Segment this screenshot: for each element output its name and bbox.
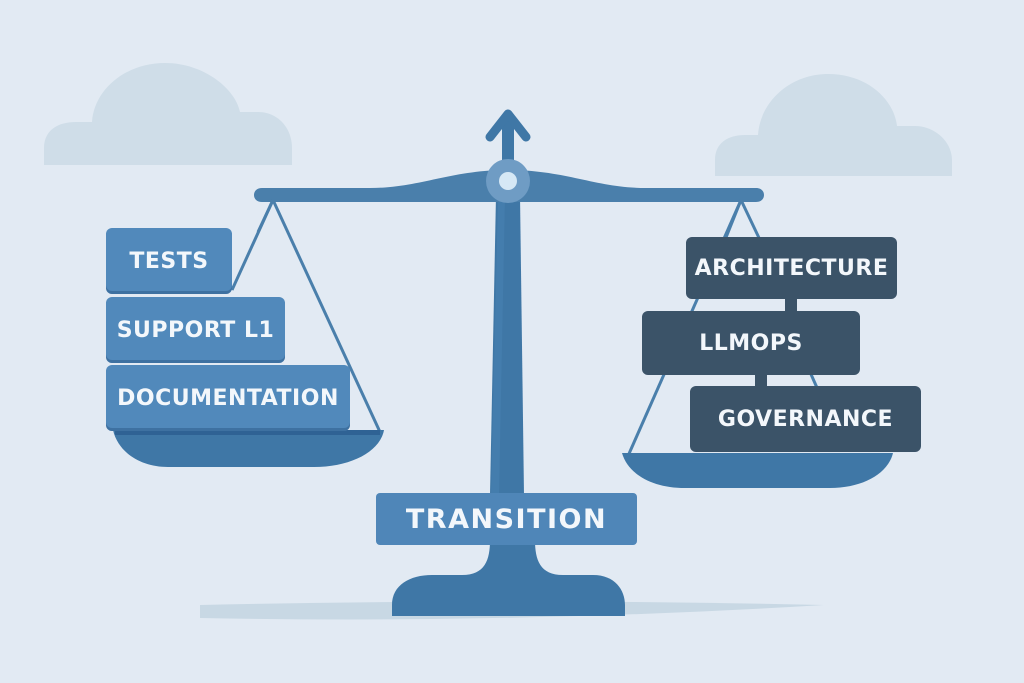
left-item-support-l1: SUPPORT L1 bbox=[106, 297, 285, 363]
scale-pillar bbox=[490, 195, 524, 495]
left-item-documentation: DOCUMENTATION bbox=[106, 365, 350, 431]
transition-label-text: TRANSITION bbox=[405, 503, 608, 535]
right-item-label: LLMOPS bbox=[699, 330, 803, 356]
left-pan bbox=[113, 430, 384, 467]
scale-base bbox=[392, 540, 625, 616]
left-item-tests: TESTS bbox=[106, 228, 232, 294]
left-pan-strings bbox=[230, 199, 382, 433]
transition-label: TRANSITION bbox=[376, 493, 637, 545]
cloud-icon bbox=[715, 74, 952, 176]
right-item-label: ARCHITECTURE bbox=[694, 255, 889, 281]
right-item-governance: GOVERNANCE bbox=[690, 386, 921, 452]
right-item-label: GOVERNANCE bbox=[717, 406, 894, 432]
left-item-label: TESTS bbox=[129, 248, 209, 274]
cloud-icon bbox=[44, 63, 292, 165]
right-item-architecture: ARCHITECTURE bbox=[686, 237, 897, 299]
left-item-label: DOCUMENTATION bbox=[117, 385, 339, 411]
pivot-circle-icon bbox=[486, 159, 530, 203]
left-item-label: SUPPORT L1 bbox=[116, 317, 275, 343]
right-pan bbox=[622, 453, 893, 488]
right-item-llmops: LLMOPS bbox=[642, 311, 860, 375]
